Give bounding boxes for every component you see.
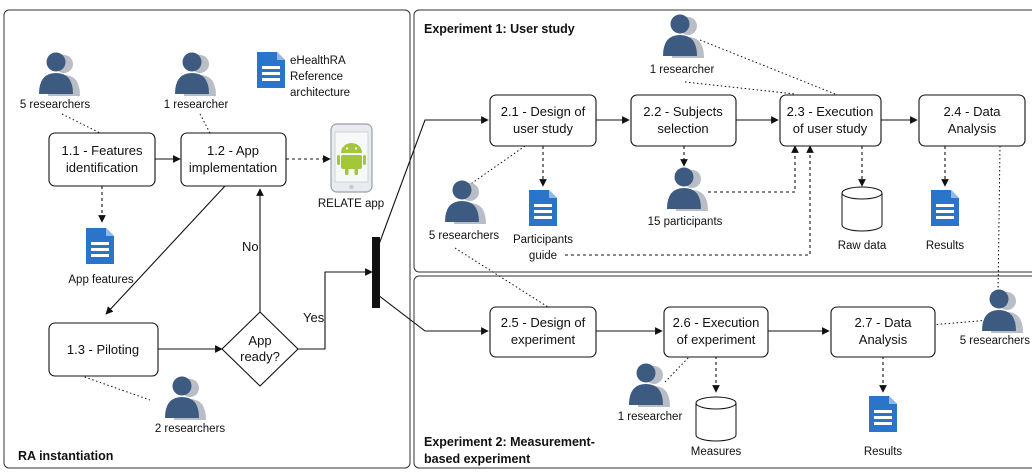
svg-text:2.1 - Design of: 2.1 - Design of bbox=[501, 104, 586, 119]
document-icon bbox=[257, 52, 285, 88]
label-results-2: Results bbox=[864, 446, 903, 458]
label-reference-arch-2: Reference bbox=[290, 71, 343, 83]
panel-exp2-title-line2: based experiment bbox=[424, 452, 531, 466]
panel-exp1-title: Experiment 1: User study bbox=[424, 22, 575, 36]
label-1-researcher-exp1: 1 researcher bbox=[650, 64, 715, 76]
node-2-3: 2.3 - Execution of user study bbox=[779, 94, 882, 147]
label-1-researcher-ra: 1 researcher bbox=[164, 99, 229, 111]
panel-ra-title: RA instantiation bbox=[18, 449, 113, 463]
document-icon bbox=[86, 228, 114, 264]
person-group-icon bbox=[982, 289, 1023, 333]
node-1-3: 1.3 - Piloting bbox=[48, 322, 159, 377]
person-group-icon bbox=[663, 14, 704, 58]
database-icon bbox=[841, 186, 883, 232]
document-icon bbox=[529, 190, 557, 226]
label-reference-arch-3: architecture bbox=[290, 87, 350, 99]
svg-text:2.2 - Subjects: 2.2 - Subjects bbox=[643, 104, 723, 119]
svg-text:selection: selection bbox=[657, 121, 708, 136]
label-relate-app: RELATE app bbox=[318, 198, 384, 210]
label-5-researchers-right: 5 researchers bbox=[960, 335, 1031, 347]
panel-experiment-2 bbox=[413, 275, 1032, 469]
node-1-1: 1.1 - Features identification bbox=[48, 132, 156, 187]
node-2-7: 2.7 - Data Analysis bbox=[830, 306, 936, 358]
label-results-1: Results bbox=[926, 240, 965, 252]
document-icon bbox=[931, 190, 959, 226]
label-15-participants: 15 participants bbox=[648, 216, 723, 228]
person-group-icon bbox=[445, 180, 486, 224]
label-participants-guide-1: Participants bbox=[513, 234, 573, 246]
person-group-icon bbox=[667, 167, 708, 211]
label-reference-arch-1: eHealthRA bbox=[290, 55, 346, 67]
svg-text:2.3 - Execution: 2.3 - Execution bbox=[787, 104, 874, 119]
svg-text:ready?: ready? bbox=[240, 349, 280, 364]
document-icon bbox=[869, 396, 897, 432]
label-5-researchers-exp1: 5 researchers bbox=[429, 230, 500, 242]
person-group-icon bbox=[165, 376, 206, 420]
svg-text:implementation: implementation bbox=[189, 160, 277, 175]
svg-text:Analysis: Analysis bbox=[859, 332, 908, 347]
label-5-researchers-ra: 5 researchers bbox=[20, 99, 91, 111]
person-group-icon bbox=[175, 52, 216, 96]
label-no: No bbox=[242, 239, 259, 254]
svg-text:1.2 - App: 1.2 - App bbox=[207, 143, 259, 158]
svg-text:Analysis: Analysis bbox=[948, 121, 997, 136]
decision-app-ready: App ready? bbox=[221, 311, 299, 387]
panel-exp2-title-line1: Experiment 2: Measurement- bbox=[424, 435, 595, 449]
node-2-5: 2.5 - Design of experiment bbox=[489, 306, 597, 358]
svg-text:identification: identification bbox=[66, 160, 138, 175]
node-2-6: 2.6 - Execution of experiment bbox=[663, 306, 769, 358]
person-group-icon bbox=[39, 52, 80, 96]
panel-ra-instantiation bbox=[3, 9, 411, 469]
label-app-features: App features bbox=[68, 274, 133, 286]
svg-text:1.3 - Piloting: 1.3 - Piloting bbox=[67, 342, 139, 357]
label-participants-guide-2: guide bbox=[529, 250, 557, 262]
svg-text:2.6 - Execution: 2.6 - Execution bbox=[673, 315, 760, 330]
svg-text:1.1 - Features: 1.1 - Features bbox=[62, 143, 143, 158]
node-2-4: 2.4 - Data Analysis bbox=[918, 94, 1026, 147]
svg-text:of experiment: of experiment bbox=[677, 332, 756, 347]
label-2-researchers: 2 researchers bbox=[155, 423, 226, 435]
synchronization-bar bbox=[372, 237, 380, 308]
label-raw-data: Raw data bbox=[838, 240, 887, 252]
svg-text:user study: user study bbox=[513, 121, 573, 136]
database-icon bbox=[695, 396, 737, 442]
svg-text:App: App bbox=[248, 333, 271, 348]
svg-text:2.5 - Design of: 2.5 - Design of bbox=[501, 315, 586, 330]
android-phone-icon bbox=[330, 123, 373, 193]
person-group-icon bbox=[629, 363, 670, 407]
label-1-researcher-exp2: 1 researcher bbox=[618, 411, 683, 423]
svg-text:experiment: experiment bbox=[511, 332, 576, 347]
label-yes: Yes bbox=[303, 310, 325, 325]
svg-text:2.7 - Data: 2.7 - Data bbox=[854, 315, 912, 330]
node-2-2: 2.2 - Subjects selection bbox=[630, 94, 737, 147]
label-measures: Measures bbox=[691, 446, 742, 458]
node-1-2: 1.2 - App implementation bbox=[180, 132, 287, 187]
svg-text:of user study: of user study bbox=[793, 121, 868, 136]
svg-text:2.4 - Data: 2.4 - Data bbox=[943, 104, 1001, 119]
node-2-1: 2.1 - Design of user study bbox=[489, 94, 597, 147]
panel-experiment-1 bbox=[413, 9, 1032, 273]
